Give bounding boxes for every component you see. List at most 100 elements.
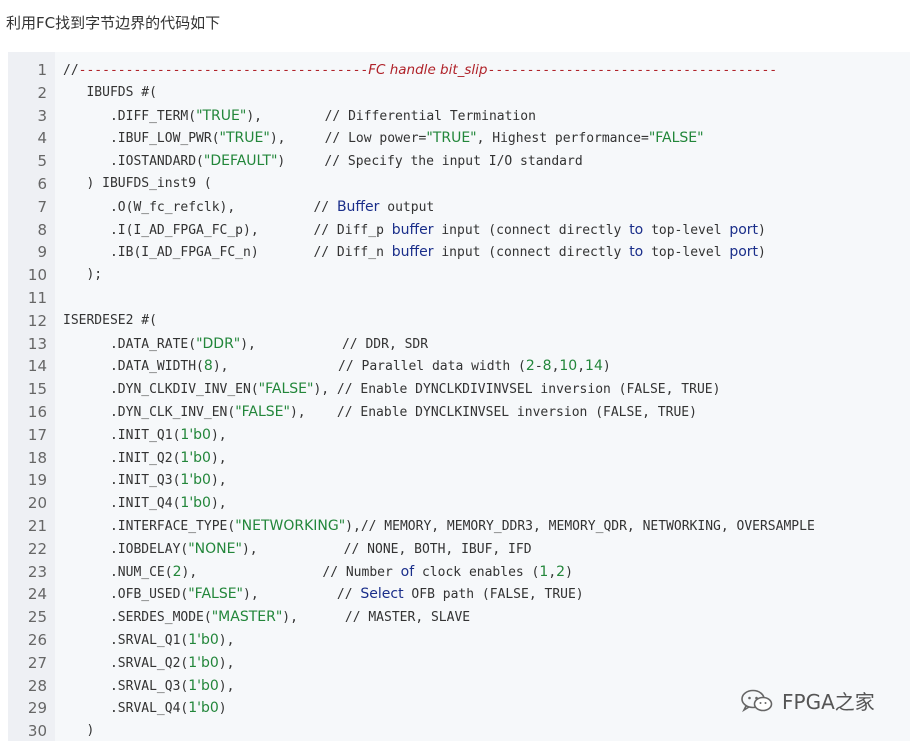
code-line: 11 (8, 287, 910, 310)
code-text: .IB(I_AD_FPGA_FC_n) // Diff_n buffer inp… (63, 241, 766, 265)
code-token: ),// MEMORY, MEMORY_DDR3, MEMORY_QDR, NE… (345, 519, 815, 534)
code-block: 1//-------------------------------------… (8, 52, 910, 741)
code-token: .DATA_WIDTH( (63, 359, 204, 375)
line-number: 11 (27, 289, 47, 307)
line-number: 22 (27, 539, 47, 558)
code-token: ) (758, 245, 766, 261)
code-text: .SRVAL_Q1(1'b0), (63, 629, 235, 653)
line-number: 5 (37, 152, 47, 171)
code-text: .DIFF_TERM("TRUE"), // Differential Term… (63, 105, 536, 129)
code-token: 14 (585, 358, 603, 375)
line-number: 30 (27, 722, 47, 741)
code-text: ) (63, 720, 94, 741)
code-token: , Highest performance= (476, 131, 649, 147)
code-token: ), (210, 427, 227, 443)
code-text: .INIT_Q3(1'b0), (63, 469, 227, 493)
code-line: 22 .IOBDELAY("NONE"), // NONE, BOTH, IBU… (8, 538, 910, 561)
line-number: 25 (27, 608, 47, 627)
code-token: ) (602, 359, 611, 375)
code-token: , (548, 564, 557, 580)
code-line: 16 .DYN_CLK_INV_EN("FALSE"), // Enable D… (8, 401, 910, 424)
code-token: 1'b0 (188, 700, 219, 717)
code-token: ), // Enable DYNCLKDIVINVSEL inversion (… (313, 382, 721, 398)
intro-text: 利用FC找到字节边界的代码如下 (6, 14, 221, 32)
code-token: .O(W_fc_refclk), // (63, 199, 337, 215)
line-number: 10 (27, 266, 47, 285)
line-number: 29 (27, 699, 47, 718)
code-token: - (534, 359, 543, 375)
code-token: 1'b0 (180, 472, 211, 489)
line-number: 14 (27, 357, 47, 376)
code-text: .NUM_CE(2), // Number of clock enables (… (63, 561, 573, 585)
code-token: top-level (643, 245, 730, 261)
code-token: "DEFAULT" (203, 153, 278, 170)
code-token: "FALSE" (648, 130, 704, 147)
code-line: 21 .INTERFACE_TYPE("NETWORKING"),// MEMO… (8, 515, 910, 538)
code-token: ), (210, 496, 227, 512)
watermark: FPGA之家 (740, 686, 875, 715)
code-line: 9 .IB(I_AD_FPGA_FC_n) // Diff_n buffer i… (8, 241, 910, 264)
code-text: .INIT_Q4(1'b0), (63, 492, 227, 516)
code-text: ) IBUFDS_inst9 ( (63, 173, 211, 196)
code-token: ), // Parallel data width ( (212, 359, 526, 375)
code-line: 1//-------------------------------------… (8, 59, 910, 82)
line-number: 24 (27, 585, 47, 604)
code-token: 1'b0 (188, 654, 219, 671)
code-token: .I(I_AD_FPGA_FC_p), // Diff_p (63, 222, 392, 238)
code-text: //-------------------------------------F… (63, 59, 777, 83)
code-token: ), (218, 633, 235, 648)
code-token: ), // Enable DYNCLKINVSEL inversion (FAL… (289, 405, 697, 420)
code-token: // (63, 63, 79, 78)
code-token: .INIT_Q4( (63, 496, 181, 512)
code-token: OFB path (FALSE, TRUE) (403, 587, 584, 603)
code-line: 8 .I(I_AD_FPGA_FC_p), // Diff_p buffer i… (8, 219, 910, 242)
code-line: 15 .DYN_CLKDIV_INV_EN("FALSE"), // Enabl… (8, 378, 910, 401)
code-token: , (577, 359, 586, 375)
code-line: 3 .DIFF_TERM("TRUE"), // Differential Te… (8, 105, 910, 128)
code-line: 4 .IBUF_LOW_PWR("TRUE"), // Low power="T… (8, 127, 910, 150)
code-token: 10 (559, 358, 578, 375)
code-token: 1'b0 (180, 449, 211, 466)
code-token: "TRUE" (426, 130, 477, 147)
line-number: 20 (27, 494, 47, 513)
code-line: 5 .IOSTANDARD("DEFAULT") // Specify the … (8, 150, 910, 173)
code-token: 1'b0 (188, 677, 219, 694)
line-number: 4 (37, 129, 47, 148)
code-text: .DYN_CLK_INV_EN("FALSE"), // Enable DYNC… (63, 401, 697, 425)
code-token: Select (360, 586, 404, 603)
code-line: 29 .SRVAL_Q4(1'b0) (8, 697, 910, 720)
line-number: 17 (27, 425, 47, 444)
code-line: 10 ); (8, 264, 910, 287)
code-token: "DDR" (196, 335, 241, 352)
code-token: of (400, 563, 415, 580)
code-line: 17 .INIT_Q1(1'b0), (8, 424, 910, 447)
code-token: buffer (391, 221, 434, 238)
code-token: .DATA_RATE( (63, 336, 197, 352)
code-token: FC handle bit_slip (368, 62, 488, 78)
code-token: 2 (556, 563, 566, 580)
code-token: "FALSE" (188, 586, 243, 603)
code-token: Buffer (336, 198, 380, 215)
code-text: .IOBDELAY("NONE"), // NONE, BOTH, IBUF, … (63, 538, 532, 562)
code-text: .DYN_CLKDIV_INV_EN("FALSE"), // Enable D… (63, 378, 720, 402)
code-text: .O(W_fc_refclk), // Buffer output (63, 196, 434, 220)
code-text: ); (63, 264, 102, 287)
code-token: .SERDES_MODE( (63, 610, 212, 626)
code-token: ) // Specify the input I/O standard (277, 154, 583, 170)
code-token: ) (758, 222, 766, 238)
line-number: 2 (37, 83, 47, 102)
code-token: ------------------------------------- (487, 63, 778, 78)
code-token: "TRUE" (196, 107, 247, 124)
code-token: ) (218, 701, 227, 717)
line-number: 28 (27, 676, 47, 695)
code-token: 2 (172, 563, 182, 580)
code-token: "NONE" (188, 540, 242, 557)
code-text: .IOSTANDARD("DEFAULT") // Specify the in… (63, 150, 583, 174)
code-token: 8 (542, 358, 552, 375)
watermark-text: FPGA之家 (782, 690, 875, 714)
code-token: port (729, 221, 759, 238)
code-text: IBUFDS #( (63, 82, 156, 105)
code-token: .SRVAL_Q4( (63, 701, 189, 717)
code-token: ------------------------------------- (78, 63, 369, 78)
code-line: 7 .O(W_fc_refclk), // Buffer output (8, 196, 910, 219)
